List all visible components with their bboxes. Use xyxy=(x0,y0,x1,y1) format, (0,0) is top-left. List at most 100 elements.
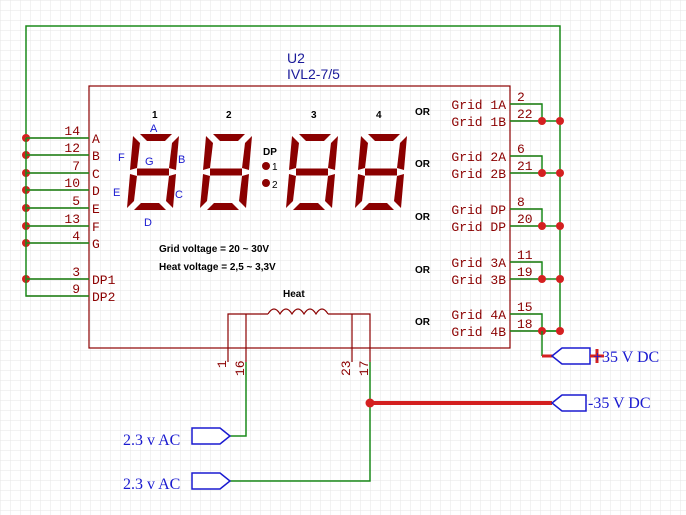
digit-3-segment-e xyxy=(286,174,296,208)
right-pin-number: 20 xyxy=(517,212,533,227)
right-pin-number: 22 xyxy=(517,107,533,122)
right-pin-18[interactable]: Grid 4B 18 xyxy=(451,317,542,340)
port-ac2-label: 2.3 v AC xyxy=(123,476,180,493)
digit-3 xyxy=(286,134,338,210)
right-pin-number: 2 xyxy=(517,90,525,105)
left-pin-name: DP1 xyxy=(92,273,116,288)
left-pin-name: C xyxy=(92,167,100,182)
left-pin-number: 7 xyxy=(72,159,80,174)
digit-2-segment-d xyxy=(207,203,239,210)
digit-4-segment-b xyxy=(397,136,407,170)
dp-dot-1-label: 1 xyxy=(272,162,278,173)
right-pin-number: 19 xyxy=(517,265,533,280)
digit-number-3: 3 xyxy=(311,110,317,121)
right-pin-name: Grid 3B xyxy=(451,273,506,288)
left-pin-name: B xyxy=(92,149,100,164)
bottom-pin-17: 17 xyxy=(357,360,372,376)
digit-3-segment-a xyxy=(299,134,331,141)
grid-voltage-note: Grid voltage = 20 ~ 30V xyxy=(159,244,269,255)
bottom-pin-16: 16 xyxy=(233,360,248,376)
left-pin-number: 10 xyxy=(64,176,80,191)
digit-4-segment-g xyxy=(365,168,397,176)
digit-4-segment-c xyxy=(394,174,404,208)
digit-1-segment-d xyxy=(134,203,166,210)
left-pin-number: 9 xyxy=(72,282,80,297)
port-plus35[interactable]: +35 V DC xyxy=(550,347,659,366)
digit-4-segment-a xyxy=(368,134,400,141)
left-pin-name: F xyxy=(92,220,100,235)
segment-label-b: B xyxy=(178,154,185,166)
or-label-5: OR xyxy=(415,317,431,328)
digit-1-segment-a xyxy=(140,134,172,141)
port-minus35[interactable]: -35 V DC xyxy=(550,394,651,412)
dp-dot-1 xyxy=(262,162,270,170)
segment-label-d: D xyxy=(144,217,152,229)
right-pin-name: Grid 4B xyxy=(451,325,506,340)
digit-1-segment-e xyxy=(127,174,137,208)
port-plus35-label: +35 V DC xyxy=(593,349,659,366)
segment-label-a: A xyxy=(150,123,158,135)
dp-dot-2-label: 2 xyxy=(272,180,278,191)
digit-3-segment-c xyxy=(325,174,335,208)
left-pin-name: E xyxy=(92,202,100,217)
left-pin-number: 13 xyxy=(64,212,80,227)
left-pin-number: 14 xyxy=(64,124,80,139)
right-pin-number: 15 xyxy=(517,300,533,315)
digit-3-segment-d xyxy=(293,203,325,210)
digit-1-segment-c xyxy=(166,174,176,208)
left-pin-number: 4 xyxy=(72,229,80,244)
digit-4-segment-d xyxy=(362,203,394,210)
heater-filament xyxy=(227,308,371,362)
dp-label: DP xyxy=(263,147,277,158)
left-pin-number: 12 xyxy=(64,141,80,156)
left-pin-name: DP2 xyxy=(92,290,115,305)
or-label-3: OR xyxy=(415,212,431,223)
digit-1-segment-f xyxy=(130,136,140,170)
right-pin-name: Grid 1B xyxy=(451,115,506,130)
digit-number-1: 1 xyxy=(152,110,158,121)
digit-3-segment-b xyxy=(328,136,338,170)
segment-label-g: G xyxy=(145,156,154,168)
digit-number-2: 2 xyxy=(226,110,232,121)
digit-3-segment-g xyxy=(296,168,328,176)
heat-voltage-note: Heat voltage = 2,5 ~ 3,3V xyxy=(159,262,276,273)
digit-2-segment-c xyxy=(239,174,249,208)
bottom-pin-23: 23 xyxy=(339,360,354,376)
right-pin-name: Grid DP xyxy=(451,220,506,235)
port-ac2[interactable]: 2.3 v AC xyxy=(123,472,232,493)
right-pin-number: 8 xyxy=(517,195,525,210)
right-pin-number: 18 xyxy=(517,317,533,332)
left-pin-name: D xyxy=(92,184,100,199)
or-label-2: OR xyxy=(415,159,431,170)
bottom-pin-1: 1 xyxy=(215,360,230,368)
digit-2-segment-e xyxy=(200,174,210,208)
port-ac1-label: 2.3 v AC xyxy=(123,432,180,449)
vfd-component-body[interactable] xyxy=(88,85,511,349)
right-pin-number: 11 xyxy=(517,248,533,263)
port-ac1[interactable]: 2.3 v AC xyxy=(123,427,232,449)
digit-1-segment-g xyxy=(137,168,169,176)
right-pin-name: Grid 3A xyxy=(451,256,506,271)
right-pin-name: Grid 2B xyxy=(451,167,506,182)
seven-segment-digits xyxy=(127,134,407,210)
part-reference: U2 xyxy=(287,50,305,66)
digit-2-segment-a xyxy=(213,134,245,141)
digit-2-segment-b xyxy=(242,136,252,170)
or-label-4: OR xyxy=(415,265,431,276)
right-pin-number: 6 xyxy=(517,142,525,157)
left-pin-number: 5 xyxy=(72,194,80,209)
port-minus35-label: -35 V DC xyxy=(588,395,651,412)
digit-number-4: 4 xyxy=(376,110,382,121)
right-pin-number: 21 xyxy=(517,159,533,174)
right-pin-name: Grid 1A xyxy=(451,98,506,113)
right-pin-name: Grid 2A xyxy=(451,150,506,165)
segment-label-f: F xyxy=(118,152,125,164)
right-pin-name: Grid DP xyxy=(451,203,506,218)
digit-1 xyxy=(127,134,179,210)
digit-2-segment-g xyxy=(210,168,242,176)
left-pin-name: A xyxy=(92,132,100,147)
digit-3-segment-f xyxy=(289,136,299,170)
